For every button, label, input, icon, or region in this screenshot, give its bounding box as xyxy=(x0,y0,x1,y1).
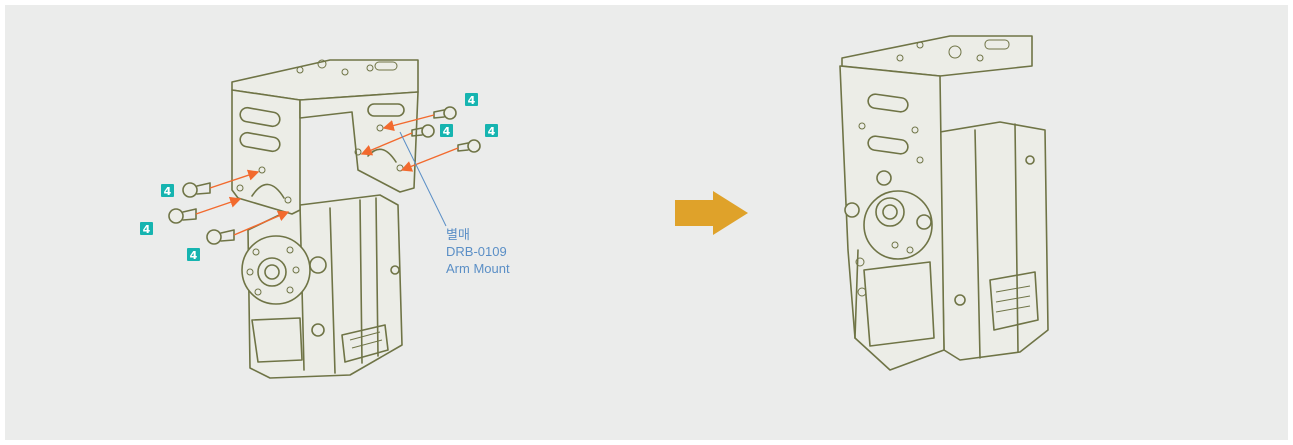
quantity-badge: 4 xyxy=(440,124,453,138)
screws-left xyxy=(168,106,481,245)
svg-text:4: 4 xyxy=(143,223,151,236)
screw xyxy=(411,124,435,138)
quantity-badge: 4 xyxy=(465,93,478,107)
step-arrow-icon xyxy=(675,191,748,235)
quantity-badge: 4 xyxy=(187,248,200,262)
screw xyxy=(457,139,481,153)
screw-arrow xyxy=(233,210,290,236)
callout-part-number: DRB-0109 xyxy=(446,244,507,259)
screw xyxy=(206,229,235,245)
screw-arrow xyxy=(360,132,413,156)
screw-arrows xyxy=(195,114,459,236)
screw xyxy=(168,208,197,224)
screw xyxy=(182,182,211,198)
screw xyxy=(433,106,457,120)
assembled-servo-illustration xyxy=(839,35,1049,371)
svg-text:4: 4 xyxy=(468,94,476,107)
callout-leader-line xyxy=(399,131,447,227)
callout-optional-label: 별매 xyxy=(446,227,470,242)
diagram-background xyxy=(5,5,1288,440)
servo-horn xyxy=(241,235,311,305)
svg-text:4: 4 xyxy=(488,125,496,138)
screw-arrow xyxy=(209,169,260,189)
svg-text:4: 4 xyxy=(190,249,198,262)
svg-text:4: 4 xyxy=(443,125,451,138)
screw-arrow xyxy=(400,147,459,172)
callout-part-name: Arm Mount xyxy=(446,261,510,276)
quantity-badge: 4 xyxy=(140,222,153,236)
svg-text:4: 4 xyxy=(164,185,172,198)
screw-arrow xyxy=(195,196,242,215)
part-callout-label: 별매 DRB-0109 Arm Mount xyxy=(446,226,510,277)
exploded-assembly-illustration: 4 4 4 4 4 4 xyxy=(140,59,498,379)
quantity-badge: 4 xyxy=(161,184,174,198)
arm-mount-bracket xyxy=(231,59,419,215)
quantity-badge: 4 xyxy=(485,124,498,138)
screw-arrow xyxy=(382,114,435,131)
